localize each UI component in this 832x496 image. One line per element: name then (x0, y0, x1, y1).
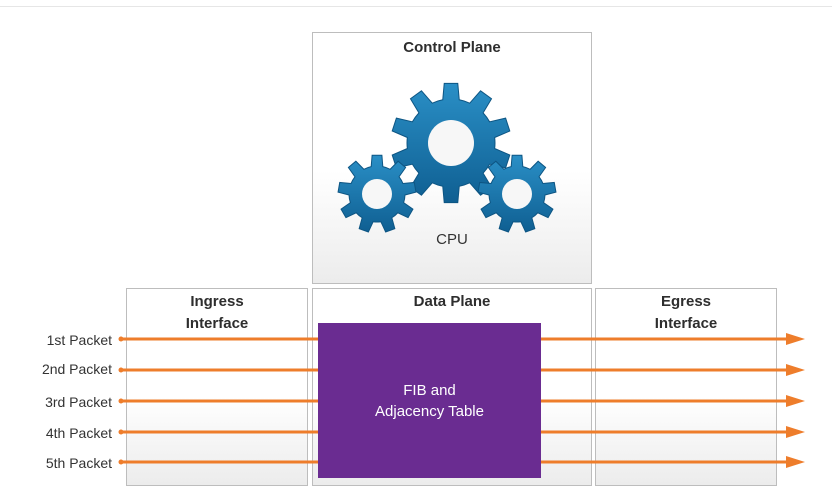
ingress-title: Ingress Interface (127, 291, 307, 335)
egress-title-line1: Egress (660, 293, 712, 310)
packet-arrow-tail-2 (118, 367, 124, 373)
packet-label-2: 2nd Packet (41, 361, 112, 377)
packet-arrow-tail-3 (118, 398, 124, 404)
packet-label-5: 5th Packet (45, 455, 112, 471)
fib-label-line1: FIB and (403, 381, 456, 399)
gears-icon (337, 82, 557, 233)
left-gear-icon (337, 154, 417, 233)
control-plane-box: Control Plane CPU (312, 32, 592, 284)
packet-arrow-head-5 (786, 456, 805, 468)
fib-label-line2: Adjacency Table (375, 402, 484, 420)
packet-label-3: 3rd Packet (45, 394, 112, 410)
packet-arrow-head-2 (786, 364, 805, 376)
packet-arrow-tail-1 (118, 336, 124, 342)
top-divider (0, 6, 832, 7)
egress-title-line2: Interface (654, 315, 718, 332)
egress-interface-box: Egress Interface (595, 288, 777, 486)
packet-label-4: 4th Packet (45, 425, 112, 441)
packet-label-1: 1st Packet (46, 332, 112, 348)
large-gear-icon (391, 82, 511, 204)
ingress-interface-box: Ingress Interface (126, 288, 308, 486)
fib-adjacency-table: FIB and Adjacency Table (318, 323, 541, 478)
packet-arrow-head-3 (786, 395, 805, 407)
packet-arrow-head-1 (786, 333, 805, 345)
data-plane-title: Data Plane (413, 293, 491, 310)
packet-arrow-tail-4 (118, 429, 124, 435)
packet-arrow-tail-5 (118, 459, 124, 465)
cpu-label: CPU (436, 231, 468, 248)
packet-arrow-head-4 (786, 426, 805, 438)
egress-title: Egress Interface (596, 291, 776, 335)
ingress-title-line1: Ingress (190, 293, 244, 310)
right-gear-icon (477, 154, 557, 233)
control-plane-title: Control Plane (403, 39, 501, 56)
ingress-title-line2: Interface (185, 315, 249, 332)
